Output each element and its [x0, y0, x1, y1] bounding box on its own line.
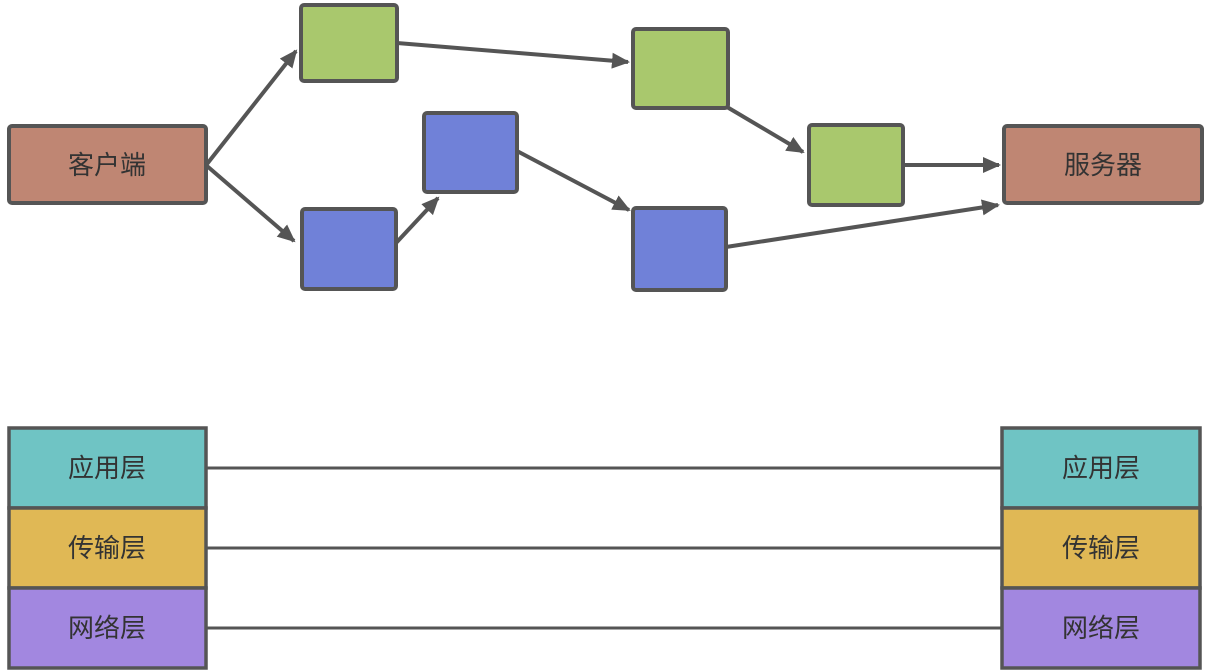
blue-node-2	[422, 111, 519, 194]
server-node-label: 服务器	[1064, 150, 1142, 180]
green-node-1	[299, 3, 399, 83]
arrow-client-to-green-node-1	[205, 49, 298, 166]
left-stack-transport-layer-label: 传输层	[68, 533, 146, 563]
blue-node-1	[300, 207, 398, 291]
arrow-green-node-2-to-green-node-3	[725, 105, 805, 154]
arrow-client-to-blue-node-1	[205, 164, 296, 243]
arrow-green-node-1-to-green-node-2	[396, 41, 630, 69]
peer-links-group	[206, 466, 1002, 630]
arrow-blue-node-2-to-blue-node-3	[516, 149, 631, 212]
right-stack-transport-layer-label: 传输层	[1062, 533, 1140, 563]
arrow-blue-node-1-to-blue-node-2	[394, 196, 440, 245]
left-stack-network-layer-label: 网络层	[68, 613, 146, 643]
server-node-box	[1002, 124, 1204, 205]
nodes-group	[7, 3, 1204, 292]
edges-group	[205, 41, 1001, 249]
arrow-blue-node-3-to-server	[725, 199, 1000, 249]
labels-group: 客户端 服务器 应用层 传输层 网络层 应用层 传输层 网络层	[68, 150, 1142, 643]
right-stack-network-layer-label: 网络层	[1062, 613, 1140, 643]
left-stack-app-layer-label: 应用层	[68, 453, 146, 483]
green-node-3	[807, 123, 905, 207]
blue-node-3	[631, 206, 728, 292]
green-node-2	[631, 27, 730, 110]
right-stack-app-layer-label: 应用层	[1062, 453, 1140, 483]
client-node-label: 客户端	[68, 150, 146, 180]
client-node-box	[7, 124, 208, 205]
right-stack-transport-layer-box	[1000, 506, 1202, 590]
